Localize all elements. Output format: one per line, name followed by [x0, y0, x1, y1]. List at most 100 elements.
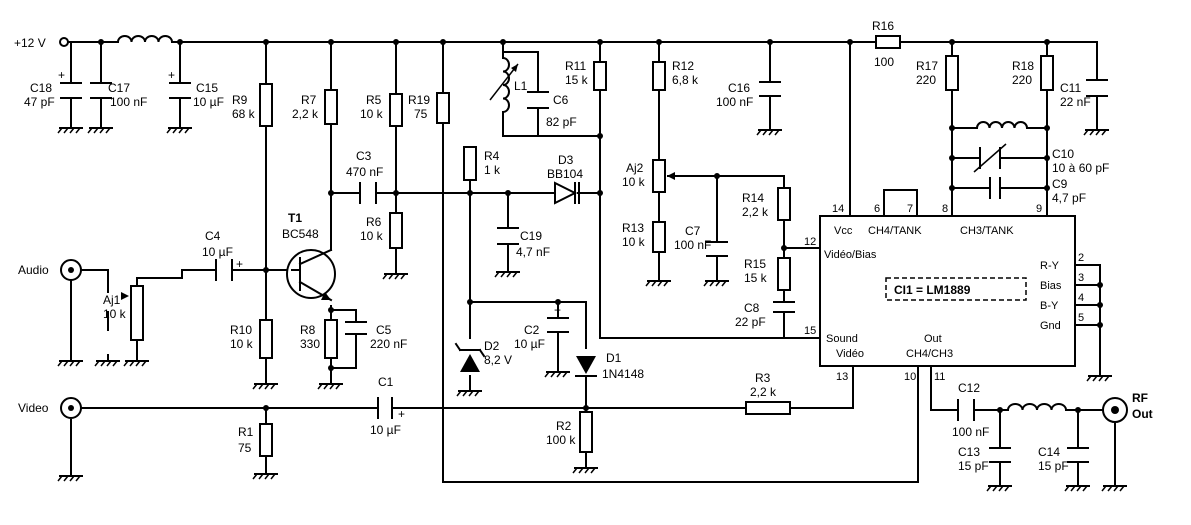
svg-text:C2: C2 — [524, 323, 540, 337]
ground-icon — [87, 121, 113, 134]
inductor-supply — [116, 35, 174, 44]
svg-text:2,2 k: 2,2 k — [750, 385, 777, 399]
junctions — [98, 39, 1103, 413]
capacitor-C8: C8 22 pF — [735, 301, 795, 329]
resistor-R19: R19 75 — [408, 92, 450, 124]
svg-text:R6: R6 — [366, 215, 382, 229]
svg-text:C9: C9 — [1052, 177, 1068, 191]
svg-text:4,7 nF: 4,7 nF — [516, 245, 550, 259]
resistor-R17: R17 220 — [916, 55, 959, 91]
svg-text:6: 6 — [874, 203, 880, 215]
svg-text:10 k: 10 k — [103, 307, 127, 321]
svg-text:330: 330 — [300, 337, 320, 351]
ground-icon — [756, 123, 782, 136]
svg-text:C13: C13 — [958, 445, 980, 459]
svg-text:15 pF: 15 pF — [1038, 459, 1069, 473]
svg-text:10 k: 10 k — [360, 229, 384, 243]
resistor-R15: R15 15 k — [744, 257, 791, 291]
svg-text:100 k: 100 k — [546, 433, 576, 447]
svg-text:C15: C15 — [196, 81, 218, 95]
svg-text:T1: T1 — [288, 211, 302, 225]
svg-text:100 nF: 100 nF — [716, 95, 753, 109]
svg-text:R16: R16 — [872, 19, 894, 33]
svg-text:22 pF: 22 pF — [735, 315, 766, 329]
svg-text:22 nF: 22 nF — [1060, 95, 1091, 109]
svg-text:C4: C4 — [205, 229, 221, 243]
svg-text:15 pF: 15 pF — [958, 459, 989, 473]
svg-text:2,2 k: 2,2 k — [742, 205, 769, 219]
svg-text:2: 2 — [1078, 252, 1084, 264]
svg-text:+12 V: +12 V — [14, 36, 46, 50]
svg-text:CH3/TANK: CH3/TANK — [960, 225, 1014, 237]
svg-text:10: 10 — [904, 371, 916, 383]
svg-text:Aj1: Aj1 — [103, 293, 121, 307]
capacitor-C19: C19 4,7 nF — [497, 227, 550, 259]
svg-text:12: 12 — [804, 236, 816, 248]
svg-text:+: + — [554, 303, 561, 317]
inductor-L1: L1 — [489, 56, 528, 114]
resistor-R10: R10 10 k — [230, 319, 273, 359]
svg-text:2,2 k: 2,2 k — [292, 107, 319, 121]
ground-icon — [645, 274, 671, 287]
svg-text:CH4/CH3: CH4/CH3 — [906, 348, 953, 360]
svg-text:BC548: BC548 — [282, 227, 319, 241]
svg-text:15 k: 15 k — [565, 73, 589, 87]
svg-text:C19: C19 — [520, 229, 542, 243]
svg-text:220: 220 — [1012, 73, 1032, 87]
capacitor-C9: C9 4,7 pF — [989, 177, 1086, 205]
svg-text:R5: R5 — [366, 93, 382, 107]
svg-text:R18: R18 — [1012, 59, 1034, 73]
svg-text:R12: R12 — [672, 59, 694, 73]
svg-text:5: 5 — [1078, 312, 1084, 324]
svg-text:C5: C5 — [376, 323, 392, 337]
svg-text:R19: R19 — [408, 93, 430, 107]
svg-text:B-Y: B-Y — [1040, 300, 1059, 312]
resistor-R18: R18 220 — [1012, 55, 1054, 91]
svg-text:100 nF: 100 nF — [952, 425, 989, 439]
svg-text:10 µF: 10 µF — [202, 245, 233, 259]
resistor-R12: R12 6,8 k — [652, 59, 699, 91]
svg-text:+: + — [398, 407, 405, 421]
ground-icon — [1064, 479, 1090, 492]
ground-icon — [1101, 479, 1127, 492]
svg-text:75: 75 — [414, 107, 428, 121]
capacitor-C7: C7 100 nF — [674, 224, 728, 257]
svg-text:Gnd: Gnd — [1040, 320, 1061, 332]
svg-text:1 k: 1 k — [484, 163, 501, 177]
svg-text:Vidéo: Vidéo — [836, 348, 864, 360]
svg-text:R3: R3 — [755, 371, 771, 385]
svg-text:10 à 60 pF: 10 à 60 pF — [1052, 161, 1109, 175]
svg-text:11: 11 — [934, 371, 945, 383]
svg-text:470 nF: 470 nF — [346, 165, 383, 179]
svg-text:7: 7 — [907, 203, 913, 215]
svg-text:10 µF: 10 µF — [370, 423, 401, 437]
resistor-R3: R3 2,2 k — [745, 371, 791, 415]
capacitor-C4: + C4 10 µF — [202, 229, 243, 281]
resistor-R9: R9 68 k — [232, 83, 273, 127]
svg-text:220 nF: 220 nF — [370, 337, 407, 351]
svg-text:R17: R17 — [916, 59, 938, 73]
svg-text:C11: C11 — [1060, 81, 1081, 95]
jack-audio: Audio — [18, 259, 83, 367]
svg-text:C18: C18 — [30, 81, 52, 95]
resistor-R2: R2 100 k — [546, 411, 593, 453]
svg-text:C1: C1 — [378, 375, 394, 389]
capacitor-C15: + C15 10 µF — [168, 68, 224, 109]
svg-text:C12: C12 — [958, 381, 980, 395]
varicap-D3: D3 BB104 — [547, 153, 583, 205]
ground-icon — [317, 377, 343, 390]
resistor-R6: R6 10 k — [360, 212, 403, 249]
svg-text:47 pF: 47 pF — [24, 95, 55, 109]
svg-text:15 k: 15 k — [744, 271, 768, 285]
svg-text:C8: C8 — [744, 301, 760, 315]
ground-icon — [1086, 369, 1112, 382]
svg-text:+: + — [168, 68, 175, 82]
svg-text:3: 3 — [1078, 272, 1084, 284]
svg-text:15: 15 — [804, 325, 816, 337]
capacitor-C17: C17 100 nF — [90, 81, 147, 109]
svg-text:6,8 k: 6,8 k — [672, 73, 699, 87]
potentiometer-Aj1: Aj1 10 k — [103, 285, 144, 341]
svg-text:R11: R11 — [565, 59, 586, 73]
svg-text:10 k: 10 k — [360, 107, 384, 121]
svg-text:R13: R13 — [622, 221, 644, 235]
